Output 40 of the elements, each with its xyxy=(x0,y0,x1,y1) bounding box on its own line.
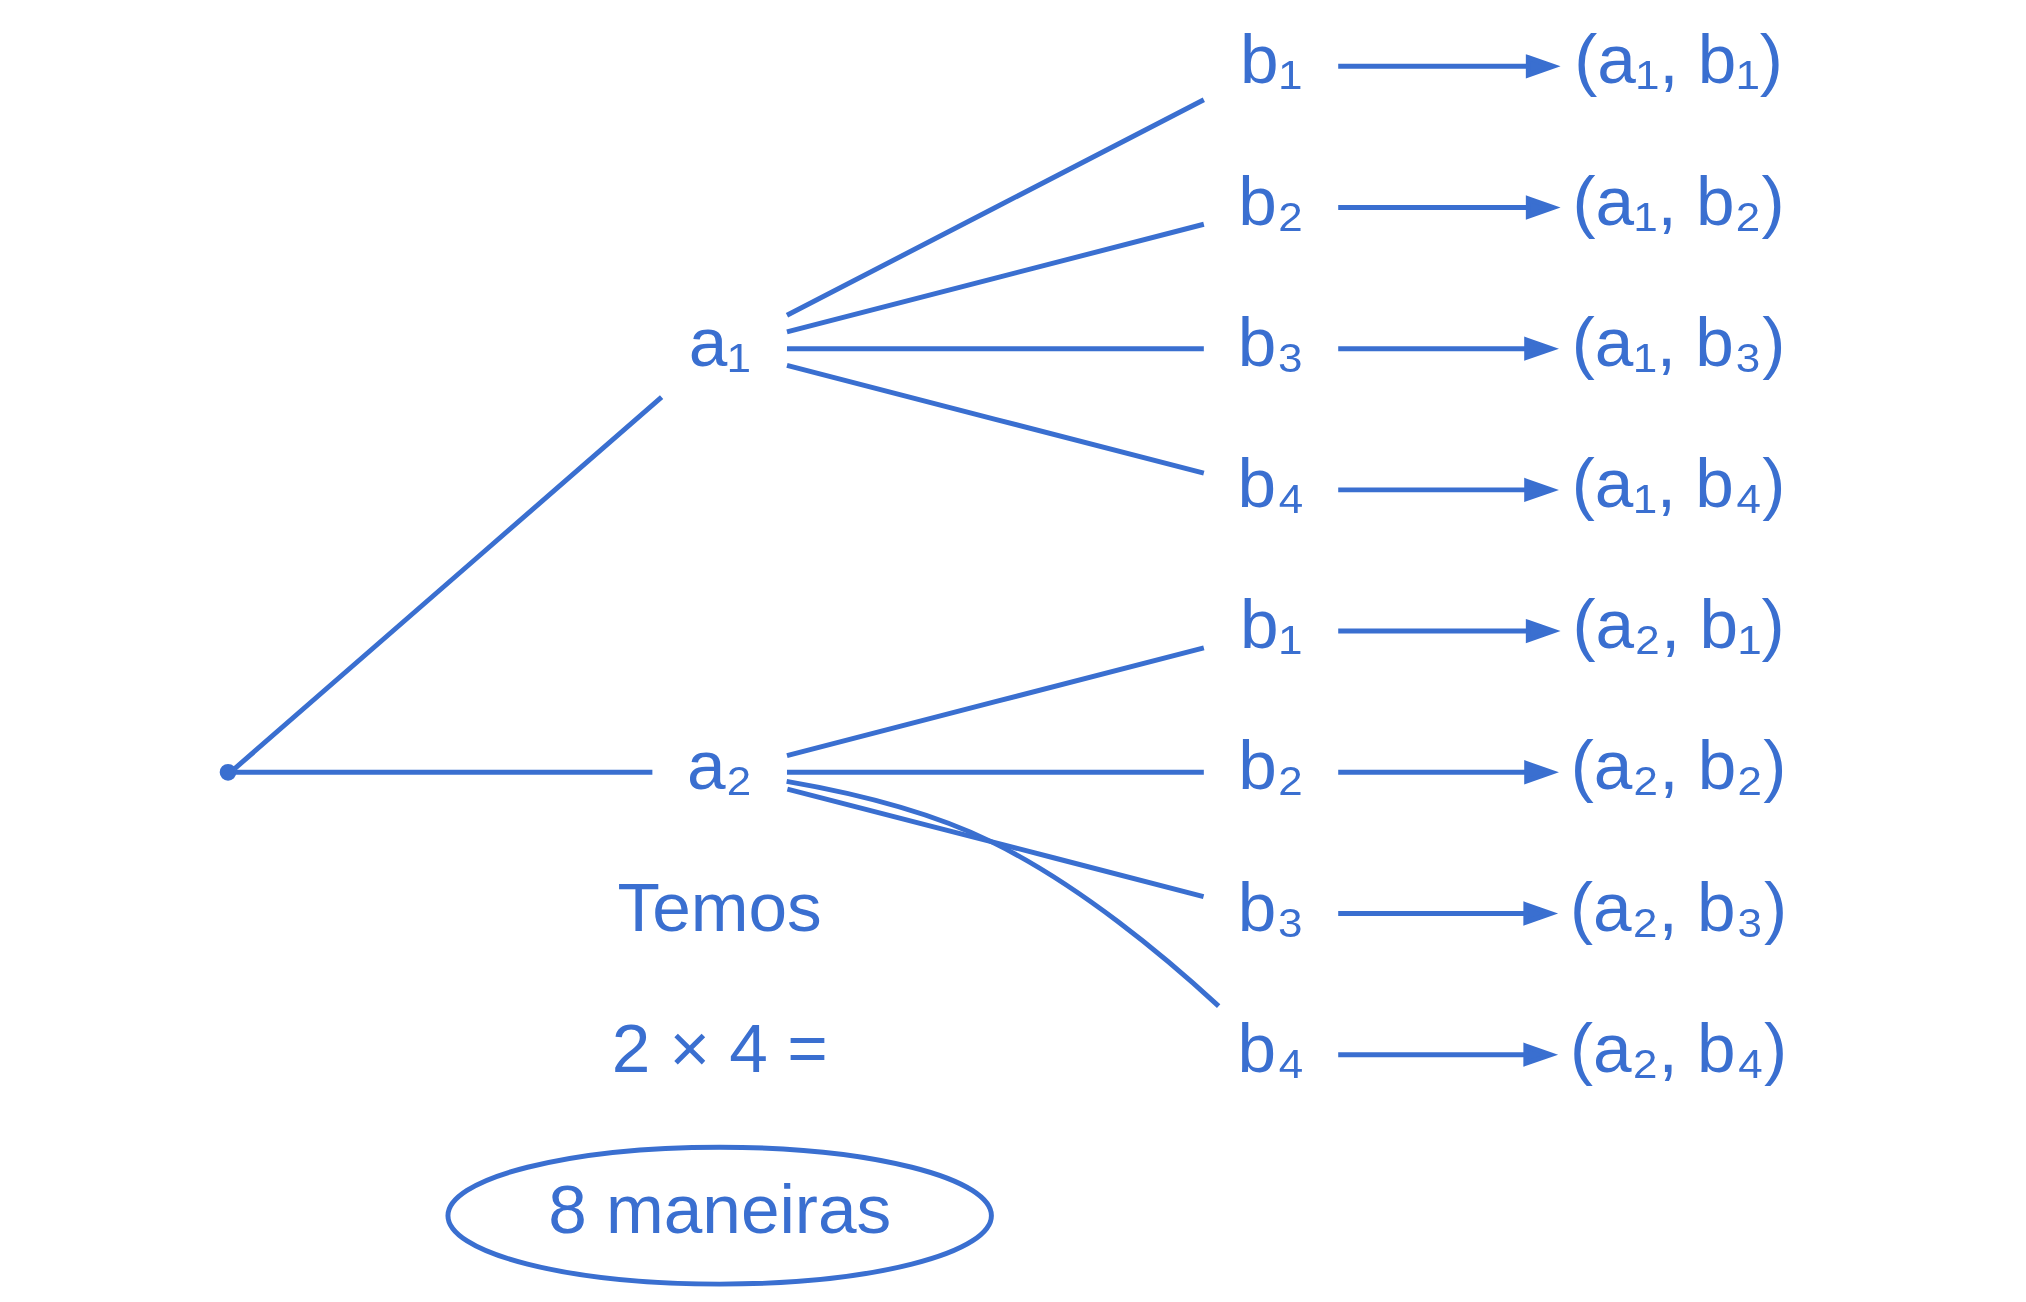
arrow xyxy=(1337,901,1558,926)
connector xyxy=(785,645,1204,758)
connector xyxy=(785,97,1205,318)
node-text: b₃ xyxy=(1237,867,1304,946)
label: Temos xyxy=(617,867,822,946)
node-text: b₂ xyxy=(1237,161,1304,240)
node-text: (a₂, b₁) xyxy=(1571,585,1785,664)
node-text: b₂ xyxy=(1237,726,1304,805)
connector xyxy=(786,346,1204,352)
node-text: b₄ xyxy=(1237,1008,1304,1087)
node-text: b₁ xyxy=(1239,585,1302,664)
node-text: a₂ xyxy=(686,726,752,805)
node-text: (a₂, b₃) xyxy=(1569,867,1787,946)
node-text: (a₂, b₄) xyxy=(1569,1008,1787,1087)
node-text: b₃ xyxy=(1237,302,1304,381)
node-text: (a₁, b₁) xyxy=(1573,20,1783,99)
node-text: b₄ xyxy=(1237,443,1304,522)
arrow xyxy=(1337,54,1561,79)
arrow xyxy=(1337,195,1561,220)
arrow xyxy=(1337,1042,1558,1067)
arrow xyxy=(1337,477,1559,503)
node-text: (a₁, b₃) xyxy=(1571,302,1785,381)
label: 2 × 4 = xyxy=(611,1008,828,1087)
connector xyxy=(786,786,1204,899)
arrow xyxy=(1337,760,1559,785)
connector xyxy=(232,395,663,771)
node-text: (a₂, b₂) xyxy=(1570,726,1786,805)
node-text: b₁ xyxy=(1239,20,1302,99)
arrow xyxy=(1337,336,1559,361)
connector xyxy=(785,778,1220,1008)
node-text: a₁ xyxy=(688,302,751,381)
node-ellipse: 8 maneiras xyxy=(444,1144,994,1287)
connector xyxy=(785,363,1204,476)
connector xyxy=(786,769,1204,775)
arrow xyxy=(1337,618,1561,644)
node-text: (a₁, b₄) xyxy=(1571,443,1785,522)
connector xyxy=(235,769,652,775)
node-circle xyxy=(219,763,236,781)
connector xyxy=(785,221,1204,335)
node-text: (a₁, b₂) xyxy=(1571,161,1785,240)
